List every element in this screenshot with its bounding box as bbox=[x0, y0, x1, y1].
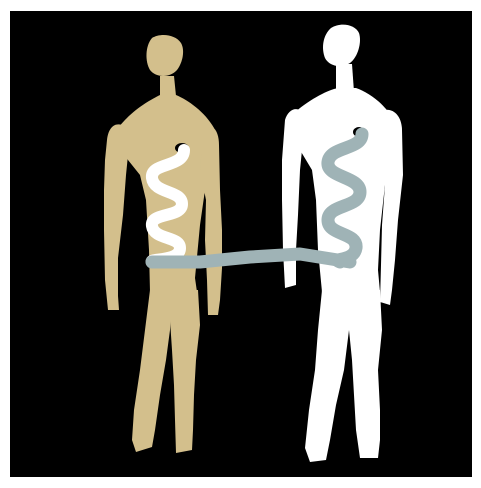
right-figure-neck bbox=[336, 64, 354, 92]
black-panel bbox=[10, 11, 472, 477]
left-figure-neck bbox=[160, 76, 176, 96]
